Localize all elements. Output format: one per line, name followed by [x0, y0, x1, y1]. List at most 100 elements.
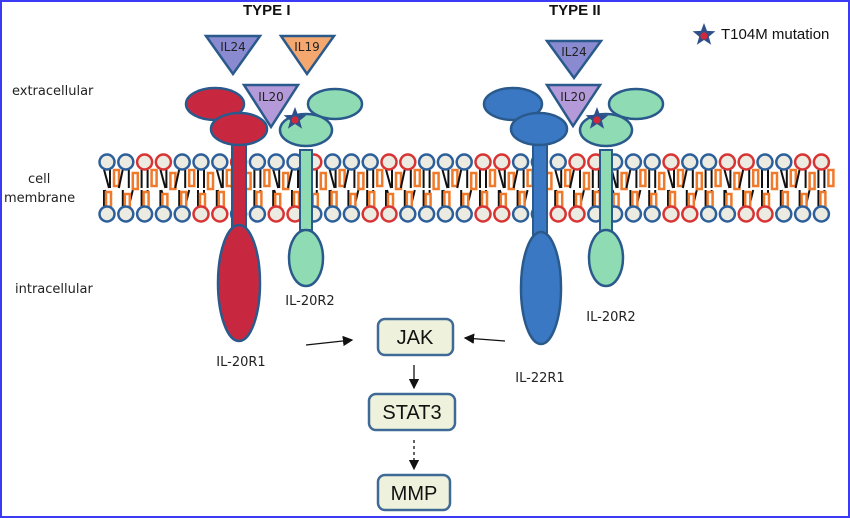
mmp-label: MMP — [391, 483, 438, 505]
phospholipid-head — [624, 153, 643, 171]
il20r2-label-type2: IL-20R2 — [586, 310, 635, 325]
lipid-tail — [456, 169, 463, 189]
il20r1-label: IL-20R1 — [216, 355, 265, 370]
il20r2-stalk — [599, 149, 613, 236]
phospholipid-head — [775, 153, 793, 171]
cholesterol — [131, 171, 140, 191]
cholesterol — [394, 171, 403, 191]
phospholipid-head — [267, 205, 285, 223]
il20r2-lower-domain — [578, 112, 634, 148]
lipid-tail — [794, 169, 801, 189]
il20r1-lower-domain — [209, 111, 269, 147]
lipid-tail — [512, 169, 519, 189]
il20r2-receptor-type1 — [278, 87, 364, 288]
phospholipid-head — [718, 153, 737, 171]
lipid-tail — [385, 169, 392, 189]
cholesterol — [714, 168, 722, 188]
phospholipid-head — [493, 153, 511, 171]
lipid-tail — [159, 169, 167, 189]
phospholipid-head — [248, 153, 267, 171]
phospholipid-head — [154, 205, 173, 223]
il22r1-intracellular-domain — [519, 230, 563, 346]
lipid-tail — [328, 169, 336, 189]
cholesterol — [695, 171, 704, 191]
lipid-tail — [441, 169, 449, 189]
lipid-tail — [667, 169, 674, 189]
il20r2-upper-domain — [306, 87, 364, 121]
cholesterol — [413, 168, 422, 188]
star-center-dot — [593, 116, 601, 124]
phospholipid-head — [624, 205, 643, 223]
mmp-box: MMP — [376, 473, 452, 512]
phospholipid-head — [98, 153, 116, 171]
phospholipid-head — [474, 153, 492, 171]
phospholipid-head — [135, 205, 154, 223]
phospholipid-head — [436, 153, 455, 171]
phospholipid-head — [417, 205, 436, 223]
type1-complex: IL24 IL19 IL20 — [184, 34, 364, 343]
phospholipid-head — [399, 153, 417, 171]
il20r1-receptor — [184, 86, 269, 343]
phospholipid-head — [211, 153, 229, 171]
phospholipid-head — [342, 153, 361, 171]
cholesterol — [507, 171, 516, 191]
ligand-label: IL24 — [220, 40, 246, 54]
cholesterol — [375, 168, 384, 188]
cholesterol — [150, 168, 158, 188]
phospholipid-head — [98, 205, 116, 223]
phospholipid-head — [756, 205, 774, 223]
phospholipid-head — [511, 205, 530, 223]
extracellular-label: extracellular — [12, 84, 94, 99]
mutation-star-type2 — [585, 107, 609, 129]
cholesterol — [357, 171, 365, 191]
membrane-label-line1: cell — [28, 172, 51, 187]
lipid-tail — [554, 169, 562, 189]
cholesterol — [808, 171, 816, 191]
lipid-tail — [569, 169, 575, 189]
il20r2-intracellular-domain — [587, 228, 625, 288]
phospholipid-head — [756, 153, 774, 171]
phospholipid-head — [192, 153, 210, 171]
arrow-il22r1-to-jak — [463, 333, 506, 344]
jak-label: JAK — [397, 327, 434, 349]
ligand-label: IL20 — [560, 90, 586, 104]
lipid-tail — [399, 169, 406, 189]
cholesterol — [432, 171, 440, 191]
ligand-il20-type2: IL20 — [544, 83, 603, 129]
phospholipid-head — [323, 205, 342, 223]
lipid-tail — [343, 169, 350, 189]
phospholipid-head — [455, 153, 473, 171]
cholesterol — [281, 171, 290, 191]
star-center-dot — [700, 32, 708, 40]
type2-title: TYPE II — [549, 2, 601, 19]
intracellular-label: intracellular — [15, 282, 93, 297]
phospholipid-head — [699, 205, 718, 223]
membrane-label-line2: membrane — [4, 191, 76, 206]
phospholipid-head — [436, 205, 455, 223]
phospholipid-head — [192, 205, 210, 223]
cholesterol — [770, 171, 779, 191]
il22r1-stalk — [532, 131, 548, 241]
cholesterol — [789, 168, 798, 188]
phospholipid-head — [549, 205, 567, 223]
cholesterol — [657, 171, 666, 191]
lipid-tail — [497, 169, 505, 189]
phospholipid-head — [568, 205, 586, 223]
phospholipid-head — [643, 153, 661, 171]
phospholipid-head — [643, 205, 661, 223]
phospholipid-head — [380, 153, 398, 171]
cholesterol — [827, 168, 835, 188]
ligand-il19-type1: IL19 — [278, 34, 337, 77]
cholesterol — [620, 171, 628, 191]
cholesterol — [187, 168, 196, 188]
il22r1-upper-domain — [482, 86, 544, 122]
phospholipid-head — [737, 153, 755, 171]
cholesterol — [469, 171, 478, 191]
ligand-il24-type1: IL24 — [203, 34, 263, 77]
phospholipid-head — [737, 205, 755, 223]
phospholipid-head — [793, 153, 812, 171]
il20r2-receptor-type2 — [578, 87, 665, 288]
phospholipid-head — [323, 153, 342, 171]
phospholipid-head — [267, 153, 285, 171]
